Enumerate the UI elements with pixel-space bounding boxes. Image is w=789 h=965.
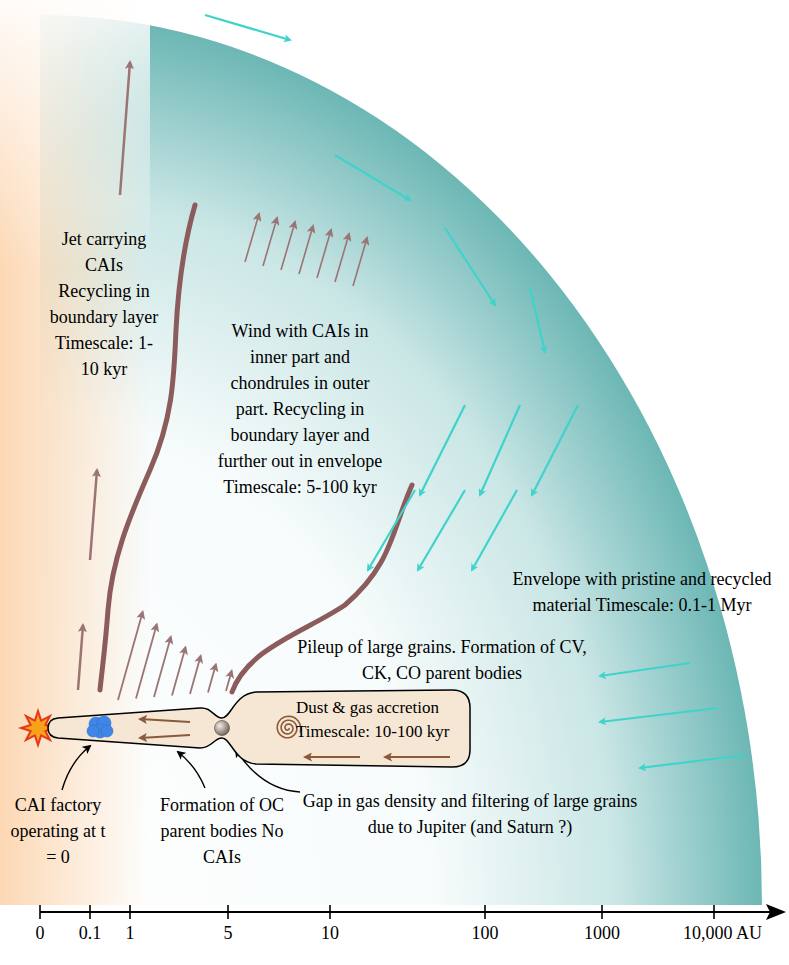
wind-arrow: [136, 625, 157, 699]
axis-label: 5: [208, 920, 248, 946]
callout-arrow: [62, 746, 90, 790]
axis-label: 10,000 AU: [683, 920, 783, 946]
annotation: CAI factory operating at t = 0: [10, 792, 106, 870]
wind-arrow: [154, 637, 171, 697]
axis-tick: [129, 905, 131, 919]
infall-arrow: [335, 155, 410, 200]
wind-arrow: [208, 665, 216, 693]
infall-arrow: [418, 490, 465, 570]
infall-arrow: [472, 490, 517, 570]
annotation: Jet carrying CAIs Recycling in boundary …: [48, 226, 160, 382]
disk-heading: Dust & gas accretion: [296, 696, 449, 720]
wind-arrow: [335, 234, 349, 282]
inflow-arrow: [305, 756, 360, 758]
infall-arrow: [600, 708, 718, 722]
wind-arrow: [172, 648, 185, 696]
axis-label: 1000: [574, 920, 630, 946]
disk-timescale: Timescale: 10-100 kyr: [296, 720, 449, 744]
annotation: Envelope with pristine and recycled mate…: [511, 566, 773, 618]
jet-arrow: [78, 625, 83, 690]
axis-line: [40, 911, 772, 913]
disk-shape: [48, 690, 470, 767]
axis-tick: [601, 905, 603, 919]
jet-boundary: [100, 205, 195, 690]
jet-arrow: [90, 470, 97, 560]
axis-tick: [89, 905, 91, 919]
infall-arrow: [532, 405, 578, 495]
jet-arrow: [120, 62, 130, 195]
axis-arrowhead: [766, 904, 786, 920]
wind-arrow: [190, 656, 201, 694]
axis-label: 100: [460, 920, 510, 946]
wind-arrow: [281, 222, 295, 270]
infall-arrow: [530, 288, 545, 352]
wind-arrow: [245, 214, 259, 262]
wind-boundary: [232, 485, 412, 692]
axis-label: 10: [310, 920, 350, 946]
infall-arrow: [368, 490, 415, 570]
hot-inner-glow: [0, 0, 150, 905]
annotation: Wind with CAIs in inner part and chondru…: [218, 318, 383, 500]
annotation: Formation of OC parent bodies No CAIs: [147, 792, 297, 870]
cai-blob: [87, 725, 99, 737]
axis-label: 1: [110, 920, 150, 946]
infall-arrow: [600, 663, 690, 676]
axis-label: 0: [20, 920, 60, 946]
annotation: Pileup of large grains. Formation of CV,…: [282, 634, 602, 686]
cai-blob: [101, 725, 113, 737]
wind-arrow: [226, 671, 232, 691]
wind-arrow: [299, 226, 313, 274]
jupiter: [215, 721, 230, 736]
wind-arrow: [317, 230, 331, 278]
infall-arrow: [445, 228, 495, 305]
callout-arrow: [178, 752, 205, 788]
wind-arrow: [263, 218, 277, 266]
inflow-arrow: [140, 735, 190, 738]
infall-arrow: [640, 755, 745, 768]
axis-label: 0.1: [70, 920, 110, 946]
disk: Dust & gas accretionTimescale: 10-100 ky…: [40, 686, 474, 770]
infall-arrow: [480, 405, 520, 495]
axis-tick: [39, 905, 41, 919]
inflow-arrow: [140, 719, 190, 722]
infall-arrow: [205, 15, 290, 40]
axis-tick: [484, 905, 486, 919]
inflow-arrow: [385, 756, 450, 758]
infall-arrow: [420, 405, 465, 495]
glow-fade: [0, 0, 150, 905]
axis-tick: [227, 905, 229, 919]
annotation: Gap in gas density and filtering of larg…: [298, 788, 643, 840]
axis-tick: [713, 905, 715, 919]
axis-tick: [329, 905, 331, 919]
disk-text: Dust & gas accretionTimescale: 10-100 ky…: [296, 696, 449, 744]
wind-arrow: [353, 238, 367, 286]
